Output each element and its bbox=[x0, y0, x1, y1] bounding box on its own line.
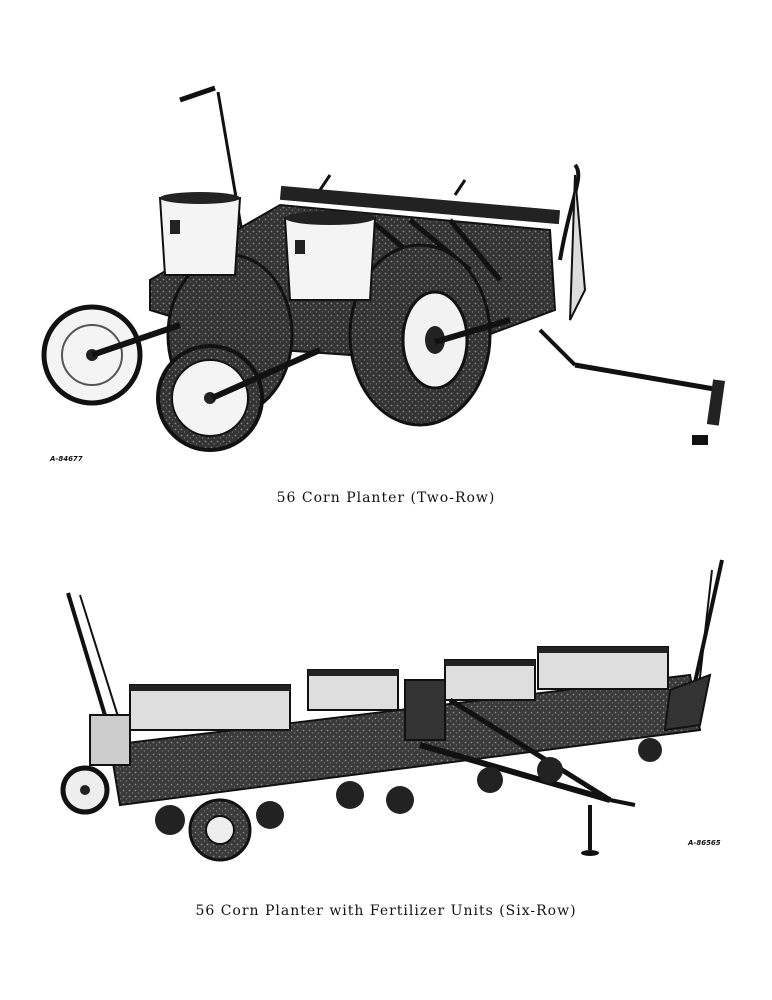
figure-two-row-planter bbox=[30, 80, 740, 470]
figure-caption: 56 Corn Planter (Two-Row) bbox=[276, 490, 496, 506]
figure-caption: 56 Corn Planter with Fertilizer Units (S… bbox=[195, 903, 577, 919]
two-row-corn-planter-illustration bbox=[41, 85, 726, 452]
figure-number: A-84677 bbox=[50, 455, 83, 463]
six-row-corn-planter-illustration bbox=[60, 559, 724, 862]
figure-number: A-86565 bbox=[688, 839, 721, 847]
figure-six-row-planter bbox=[50, 555, 740, 885]
